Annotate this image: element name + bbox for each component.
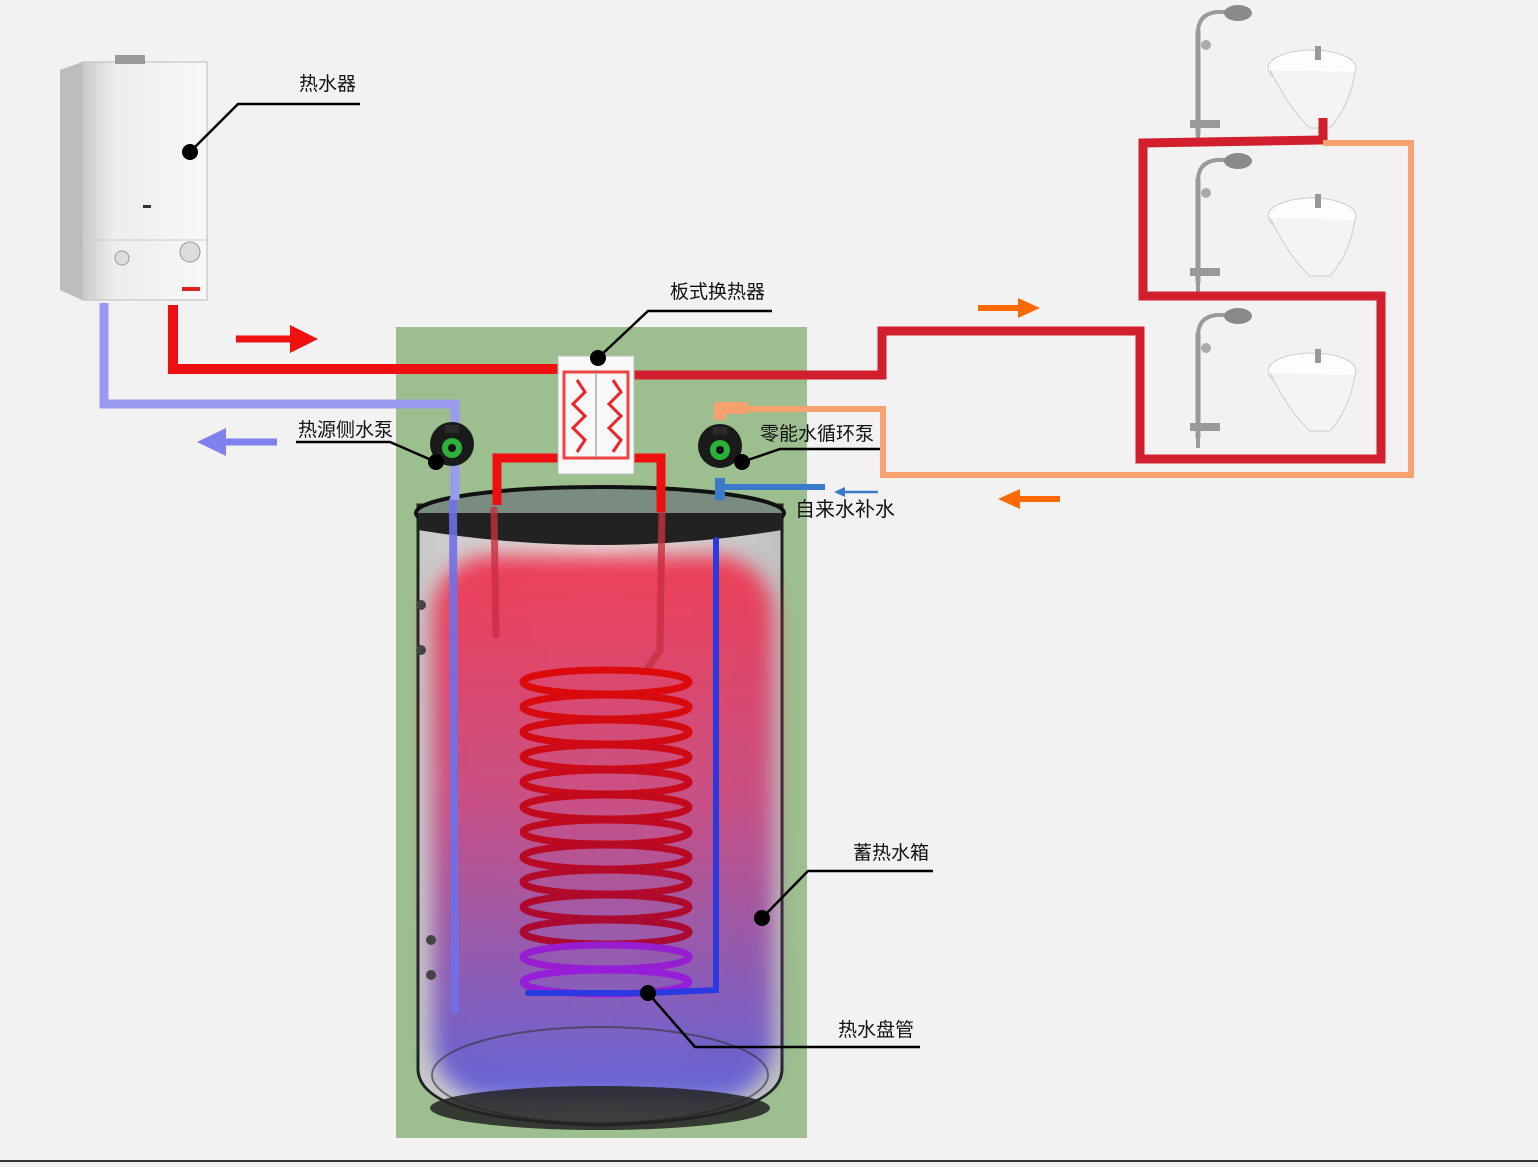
exchanger-out-pipe	[632, 118, 1386, 464]
plate-heat-exchanger	[557, 355, 635, 475]
heater-supply-pipe	[168, 305, 560, 374]
leader-dots	[182, 144, 770, 1001]
label-storage-tank: 蓄热水箱	[853, 842, 929, 864]
label-plate-heat-exchanger: 板式换热器	[670, 281, 765, 303]
shower-and-sink	[1190, 5, 1357, 145]
exchanger-tank-pipe	[492, 453, 560, 505]
storage-tank	[414, 485, 786, 1130]
flow-arrows	[197, 298, 1060, 509]
shower-and-sink	[1190, 153, 1357, 293]
label-water-heater: 热水器	[299, 73, 356, 95]
shower-and-sink	[1190, 308, 1357, 448]
orange-flow-arrow-left	[998, 489, 1060, 509]
loop-return-pipe	[740, 140, 1414, 478]
hot-water-coil	[449, 496, 719, 1014]
coil-rings	[519, 666, 693, 998]
label-tap-water-makeup: 自来水补水	[795, 497, 895, 521]
label-heat-source-pump: 热源侧水泵	[298, 419, 393, 441]
orange-flow-arrow-right	[978, 298, 1040, 318]
label-zero-cold-water-pump: 零能水循环泵	[760, 423, 874, 445]
exchanger-tank-pipe-2	[632, 453, 666, 512]
makeup-flow-arrow	[834, 487, 878, 497]
water-heater-unit	[60, 55, 208, 301]
red-flow-arrow	[236, 325, 318, 353]
zero-cold-water-pump	[698, 424, 742, 468]
leader-lines	[189, 102, 933, 1049]
bathroom-fixtures	[1190, 5, 1357, 448]
label-hot-water-coil: 热水盘管	[838, 1019, 914, 1041]
heat-source-pump	[430, 422, 474, 466]
blue-flow-arrow	[197, 428, 277, 456]
